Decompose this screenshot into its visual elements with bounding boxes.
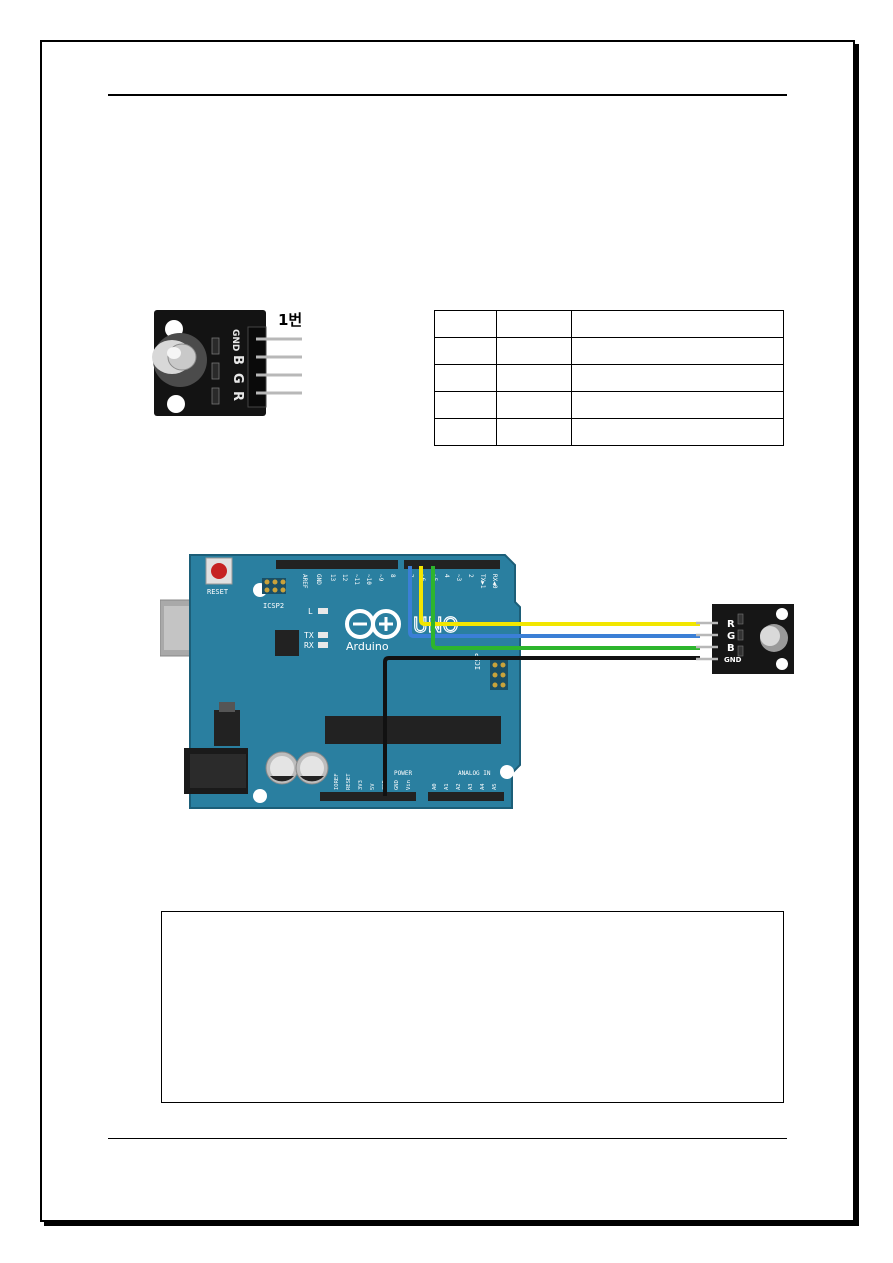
icsp2-label: ICSP2 bbox=[263, 602, 284, 610]
table-row bbox=[434, 418, 784, 446]
pin-13: 13 bbox=[329, 574, 336, 582]
pin-12: 12 bbox=[341, 574, 348, 582]
table-cell bbox=[434, 418, 497, 446]
table-row bbox=[434, 391, 784, 419]
reset-label: RESET bbox=[207, 588, 229, 596]
icsp-label: ICSP bbox=[474, 653, 482, 670]
rx-label: RX bbox=[304, 641, 314, 650]
silk-b: B bbox=[230, 355, 245, 365]
pin-a2: A2 bbox=[456, 783, 462, 790]
wire-yellow bbox=[419, 566, 700, 626]
table-row bbox=[434, 310, 784, 338]
pin-table bbox=[434, 310, 784, 446]
table-cell bbox=[434, 310, 497, 338]
pin-3: ~3 bbox=[455, 574, 462, 582]
table-cell bbox=[571, 418, 784, 446]
pin-a1: A1 bbox=[444, 783, 450, 790]
module-label-gnd: GND bbox=[724, 656, 742, 664]
table-cell bbox=[434, 364, 497, 392]
led-l-label: L bbox=[308, 607, 313, 616]
pin-gnd: GND bbox=[315, 574, 322, 585]
module-label-g: G bbox=[727, 631, 735, 642]
table-cell bbox=[496, 337, 572, 365]
wire-green bbox=[431, 566, 700, 650]
table-cell bbox=[434, 337, 497, 365]
code-box bbox=[161, 911, 784, 1103]
table-cell bbox=[571, 391, 784, 419]
rgb-led-module-photo: GND B G R bbox=[152, 310, 302, 416]
table-cell bbox=[496, 418, 572, 446]
pin-ioref: IOREF bbox=[334, 773, 340, 790]
pin-number-label: 1번 bbox=[278, 311, 303, 329]
pin-a4: A4 bbox=[480, 783, 486, 790]
pin-8: 8 bbox=[389, 574, 396, 578]
analog-label: ANALOG IN bbox=[458, 770, 491, 777]
pin-a5: A5 bbox=[492, 783, 498, 790]
table-row bbox=[434, 364, 784, 392]
pin-3v3: 3V3 bbox=[358, 780, 364, 790]
table-cell bbox=[571, 310, 784, 338]
header-rule bbox=[108, 94, 787, 96]
page-frame bbox=[40, 40, 855, 1222]
arduino-logo-text: Arduino bbox=[346, 640, 389, 653]
footer-rule bbox=[108, 1138, 787, 1139]
pin-vin: Vin bbox=[406, 780, 412, 790]
pin-10: ~10 bbox=[365, 574, 372, 585]
table-cell bbox=[496, 391, 572, 419]
arduino-logo bbox=[345, 609, 401, 639]
pin-5v: 5V bbox=[370, 783, 376, 790]
power-label: POWER bbox=[394, 770, 412, 777]
silk-gnd: GND bbox=[230, 329, 240, 351]
pin-4: 4 bbox=[443, 574, 450, 578]
table-cell bbox=[496, 364, 572, 392]
wiring-diagram: RESET ICSP2 AREF GND 13 12 ~11 ~10 ~9 8 … bbox=[160, 554, 794, 809]
table-cell bbox=[496, 310, 572, 338]
pin-a0: A0 bbox=[432, 783, 438, 790]
pin-2: 2 bbox=[467, 574, 474, 578]
wire-blue bbox=[408, 566, 700, 638]
silk-g: G bbox=[230, 373, 245, 384]
pin-reset: RESET bbox=[346, 773, 352, 790]
module-label-b: B bbox=[727, 643, 735, 654]
pin-9: ~9 bbox=[377, 574, 384, 582]
pin-11: ~11 bbox=[353, 574, 360, 585]
pin-a3: A3 bbox=[468, 783, 474, 790]
pin-1: TX▶1 bbox=[479, 574, 486, 589]
module-label-r: R bbox=[727, 619, 735, 630]
pin-0: RX◀0 bbox=[491, 574, 498, 589]
wire-black bbox=[383, 656, 700, 796]
table-row bbox=[434, 337, 784, 365]
pin-aref: AREF bbox=[301, 574, 308, 589]
silk-r: R bbox=[230, 391, 245, 401]
table-cell bbox=[434, 391, 497, 419]
pin-gnd-2: GND bbox=[394, 780, 400, 790]
tx-label: TX bbox=[304, 631, 314, 640]
table-cell bbox=[571, 364, 784, 392]
table-cell bbox=[571, 337, 784, 365]
